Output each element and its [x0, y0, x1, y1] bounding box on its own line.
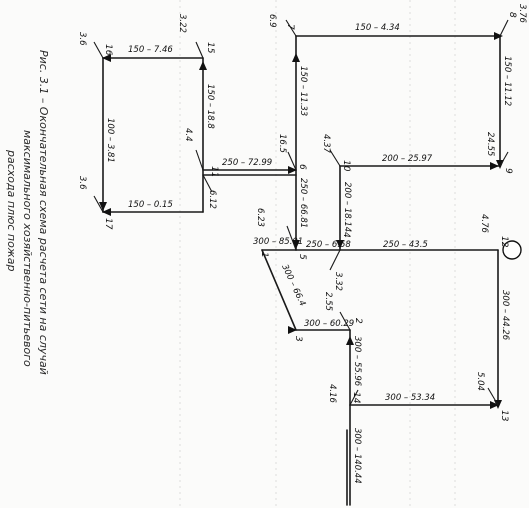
source-circle-icon — [502, 240, 522, 260]
node-3: 3 — [293, 336, 303, 342]
arrow-icon — [199, 61, 207, 70]
node-11: 11 — [209, 166, 219, 177]
arrow-icon — [102, 54, 111, 62]
pipe-label-16-15: 150 – 7.46 — [128, 45, 173, 55]
outflow-mark — [93, 195, 104, 213]
arrow-icon — [494, 32, 503, 40]
arrow-icon — [490, 162, 499, 170]
pipe-label-7-8: 150 – 4.34 — [355, 23, 400, 33]
outflow-mark — [329, 249, 341, 271]
pipe-label-3-2: 300 – 60.29 — [304, 319, 354, 329]
outflow-mark — [487, 387, 499, 406]
pipe-label-15-11: 150 – 18.8 — [205, 84, 215, 129]
pipe-label-12-13: 300 – 44.26 — [500, 290, 510, 341]
flow-node-8: 3.76 — [517, 4, 527, 24]
pipe-label-14-inlet: 300 – 140.44 — [352, 428, 362, 484]
pipe-label-14-13: 300 – 53.34 — [385, 393, 435, 403]
outflow-mark — [202, 174, 213, 193]
outflow-mark — [93, 41, 104, 59]
outflow-mark — [195, 41, 204, 59]
node-9: 9 — [503, 168, 513, 174]
outflow-mark — [286, 225, 297, 251]
outflow-mark — [499, 151, 509, 167]
figure-caption-line-1: Рис. 3.1 – Окончательная схема расчета с… — [37, 50, 50, 375]
flow-node-15: 3.22 — [177, 14, 187, 33]
arrow-icon — [288, 166, 297, 174]
figure-caption-line-3: расхода плюс пожар — [5, 149, 18, 271]
pipe-label-1-5: 300 – 85.01 — [253, 237, 303, 247]
flow-node-9: 24.55 — [485, 132, 495, 156]
flow-node-2: 2.55 — [323, 292, 333, 311]
pipe-label-17-11: 150 – 0.15 — [128, 200, 173, 210]
node-2: 2 — [353, 318, 363, 324]
arrow-icon — [292, 240, 300, 249]
flow-node-11b: 6.12 — [207, 190, 217, 209]
node-17: 17 — [103, 218, 113, 230]
flow-node-17: 3.6 — [77, 176, 87, 190]
outflow-mark — [349, 389, 359, 406]
node-7: 7 — [285, 24, 295, 30]
outflow-mark — [285, 19, 297, 37]
arrow-icon — [490, 401, 499, 409]
flow-node-11: 4.4 — [183, 128, 193, 142]
flow-node-12: 4.76 — [479, 214, 489, 234]
arrow-icon — [288, 326, 297, 334]
outflow-mark — [195, 149, 204, 171]
outflow-mark — [329, 149, 341, 167]
figure-caption-line-2: максимального хозяйственно-питьевого — [21, 130, 34, 367]
arrow-icon — [346, 336, 354, 345]
arrow-icon — [99, 202, 107, 211]
node-12: 12 — [499, 236, 509, 248]
pipe-label-10-9: 200 – 25.97 — [382, 154, 433, 164]
pipe-label-10-4: 200 – 18.14 — [342, 182, 352, 232]
node-15: 15 — [205, 42, 215, 54]
flow-node-4: 3.32 — [333, 272, 343, 291]
flow-node-16: 3.6 — [77, 32, 87, 46]
pipe-1-3 — [261, 249, 297, 331]
flow-node-5: 6.23 — [255, 208, 265, 227]
arrow-icon — [336, 240, 344, 249]
flow-node-7: 6.9 — [267, 14, 277, 28]
pipe-label-6-11: 250 – 72.99 — [222, 158, 272, 168]
node-4: 4 — [341, 232, 351, 238]
node-8: 8 — [507, 12, 517, 18]
pipe-label-6-5: 250 – 66.81 — [298, 178, 308, 228]
node-10: 10 — [341, 160, 351, 172]
node-1: 1 — [259, 252, 269, 258]
node-5: 5 — [297, 254, 307, 260]
arrow-icon — [102, 208, 111, 216]
outflow-mark — [499, 19, 509, 37]
arrow-icon — [292, 53, 300, 62]
node-14: 14 — [351, 392, 361, 404]
node-16: 16 — [103, 44, 113, 56]
flow-node-14: 4.16 — [327, 384, 337, 404]
outflow-mark — [339, 311, 351, 331]
pipe-label-7-6: 150 – 11.33 — [298, 66, 308, 116]
pipe-label-2-14: 300 – 55.96 — [352, 336, 362, 387]
pipe-label-16-17: 100 – 3.81 — [105, 118, 115, 163]
node-6: 6 — [297, 164, 307, 170]
node-13: 13 — [499, 410, 509, 422]
flow-node-6: 16.5 — [277, 134, 287, 153]
pipe-label-5-4: 250 – 6.58 — [306, 240, 351, 250]
outflow-mark — [287, 151, 297, 171]
flow-node-10: 4.37 — [321, 134, 331, 154]
flow-node-13: 5.04 — [475, 372, 485, 391]
pipe-label-4-12: 250 – 43.5 — [383, 240, 428, 250]
pipe-label-8-9: 150 – 11.12 — [502, 56, 512, 106]
